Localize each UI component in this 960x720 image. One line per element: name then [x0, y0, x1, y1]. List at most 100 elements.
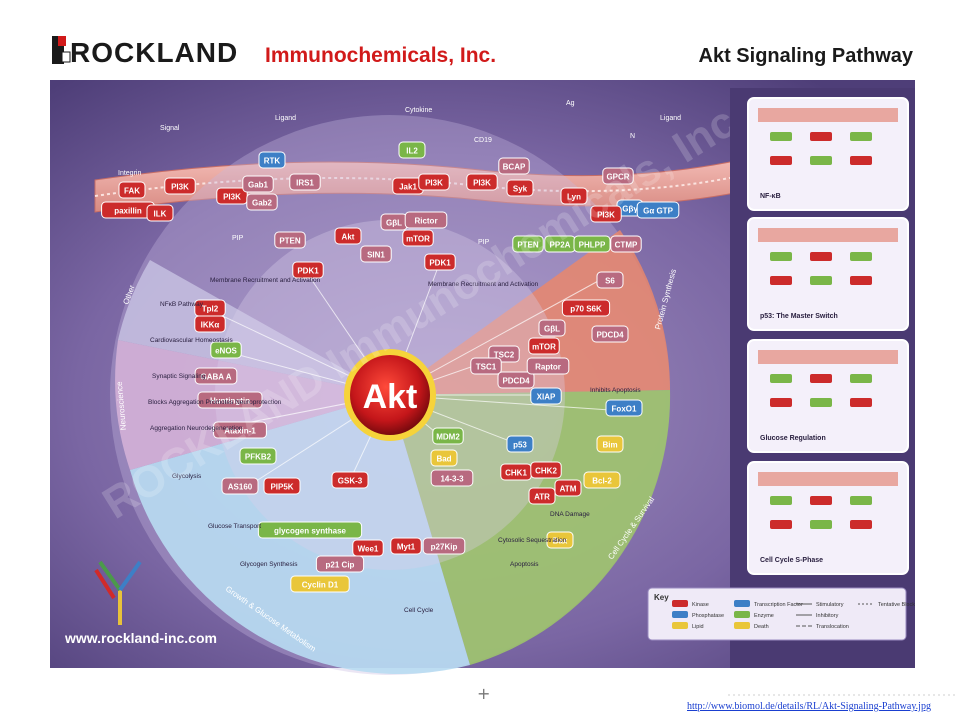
- sector-protein-node: AS160: [221, 477, 259, 495]
- sector-cell-cycle-survival: [390, 390, 671, 665]
- membrane-label-pip3-right: PIP: [478, 239, 490, 246]
- membrane-protein-node-label: PI3K: [597, 211, 615, 220]
- thumbnail-node: [850, 398, 872, 407]
- thumbnail-node: [810, 374, 832, 383]
- sector-protein-node-label: PDCD4: [596, 331, 624, 340]
- sector-protein-synthesis: [390, 230, 671, 395]
- membrane-protein-node: paxillin: [101, 201, 155, 219]
- sector-protein-node: Bax: [546, 531, 574, 549]
- membrane-protein-node-box: [466, 173, 498, 191]
- sector-protein-node: PFKB2: [239, 447, 277, 465]
- membrane-label-ag: Ag: [566, 100, 575, 107]
- key-item-label: Stimulatory: [816, 602, 844, 608]
- sector-protein-node-box: [470, 357, 502, 375]
- sector-protein-node-box: [583, 471, 621, 489]
- sector-protein-node-label: GSK-3: [338, 477, 363, 486]
- membrane-protein-node-label: Syk: [513, 185, 528, 194]
- brand-main: ROCKLAND: [70, 37, 238, 68]
- thumbnail-frame: [747, 217, 909, 331]
- text-label-blocks: Blocks Aggregation Promotes Neuroprotect…: [148, 399, 282, 406]
- membrane-protein-node: IL2: [398, 141, 426, 159]
- thumbnail-node: [810, 496, 832, 505]
- upper-protein-node: SIN1: [360, 245, 392, 263]
- sector-protein-node-label: Bim: [602, 441, 617, 450]
- thumbnail-node: [810, 520, 832, 529]
- thumbnail-caption: p53: The Master Switch: [760, 313, 838, 320]
- membrane-protein-node-label: Gab2: [252, 199, 273, 208]
- key-swatch: [734, 600, 750, 607]
- akt-center-label: Akt: [363, 378, 418, 416]
- sector-protein-node-label: ATM: [560, 485, 577, 494]
- membrane-protein-node: Syk: [506, 179, 534, 197]
- sector-protein-node-box: [194, 367, 238, 385]
- thumbnail-node: [770, 132, 792, 141]
- sector-protein-node-box: [596, 435, 624, 453]
- thumbnail-node: [770, 374, 792, 383]
- sector-protein-node-box: [422, 537, 466, 555]
- thumbnail-card[interactable]: Cell Cycle S-Phase: [747, 461, 909, 575]
- upper-protein-node: PDK1: [424, 253, 456, 271]
- sector-protein-node-label: GABA A: [201, 373, 232, 382]
- membrane-protein-node-label: Gab1: [248, 181, 269, 190]
- membrane-protein-node: BCAP: [498, 157, 530, 175]
- upper-protein-node: PTEN: [512, 235, 544, 253]
- membrane-protein-node: FAK: [118, 181, 146, 199]
- text-label-inhibits-apoptosis: Inhibits Apoptosis: [590, 387, 641, 394]
- sector-protein-node-label: ATR: [534, 493, 550, 502]
- membrane-protein-node: IRS1: [289, 173, 321, 191]
- upper-protein-node-label: Akt: [342, 233, 355, 242]
- upper-protein-node-label: PTEN: [279, 237, 301, 246]
- sector-protein-node-box: [497, 371, 535, 389]
- membrane-protein-node-box: [398, 141, 426, 159]
- membrane-protein-node: PI3K: [466, 173, 498, 191]
- membrane-label-signal: Signal: [160, 125, 180, 132]
- thumbnail-node: [810, 132, 832, 141]
- sector-protein-node: Myt1: [390, 537, 422, 555]
- upper-protein-node: PDK1: [292, 261, 324, 279]
- text-label-glucose-transport: Glucose Transport: [208, 523, 261, 530]
- sector-protein-node: XIAP: [530, 387, 562, 405]
- upper-protein-node: PTEN: [274, 231, 306, 249]
- sector-label-neuroscience: Neuroscience: [115, 381, 128, 431]
- membrane-protein-node: PI3K: [216, 187, 248, 205]
- rockland-logo-icon: [52, 36, 71, 64]
- sector-protein-node: Wee1: [352, 539, 384, 557]
- upper-protein-node: CTMP: [610, 235, 642, 253]
- sector-protein-node-box: [561, 299, 611, 317]
- sector-protein-node-box: [506, 435, 534, 453]
- key-item: Kinase: [672, 600, 709, 608]
- thumbnail-caption: NF-κB: [760, 193, 781, 200]
- membrane-protein-node: Gab2: [246, 193, 278, 211]
- thumbnail-card[interactable]: Glucose Regulation: [747, 339, 909, 453]
- upper-protein-node-label: SIN1: [367, 251, 385, 260]
- sector-protein-node: S6: [596, 271, 624, 289]
- thumbnail-node: [810, 398, 832, 407]
- membrane-protein-node-label: IRS1: [296, 179, 314, 188]
- thumbnail-card[interactable]: NF-κB: [747, 97, 909, 211]
- sector-protein-node: Bim: [596, 435, 624, 453]
- thumbnail-card[interactable]: p53: The Master Switch: [747, 217, 909, 331]
- source-url-link[interactable]: http://www.biomol.de/details/RL/Akt-Sign…: [687, 701, 931, 712]
- membrane-protein-node: PI3K: [590, 205, 622, 223]
- membrane-protein-node-box: [146, 204, 174, 222]
- sector-protein-node: Ataxin-1: [213, 421, 267, 439]
- membrane-protein-node: Lyn: [560, 187, 588, 205]
- sector-protein-node: mTOR: [528, 337, 560, 355]
- key-item-label: Enzyme: [754, 613, 774, 619]
- key-title: Key: [654, 593, 669, 602]
- thumbnail-node: [850, 374, 872, 383]
- sector-protein-node-label: PDCD4: [502, 377, 530, 386]
- sector-protein-node-label: p27Kip: [431, 543, 458, 552]
- membrane-protein-node: RTK: [258, 151, 286, 169]
- thumbnail-node: [770, 520, 792, 529]
- sector-protein-node-label: TSC2: [494, 351, 515, 360]
- text-label-mem-recruit-left: Membrane Recruitment and Activation: [210, 277, 321, 284]
- thumbnail-node: [850, 132, 872, 141]
- sector-protein-node-box: [194, 315, 226, 333]
- sector-protein-node-label: CHK2: [535, 467, 557, 476]
- key-item: Inhibitory: [796, 613, 839, 619]
- thumbnail-node: [770, 398, 792, 407]
- thumbnail-node: [810, 156, 832, 165]
